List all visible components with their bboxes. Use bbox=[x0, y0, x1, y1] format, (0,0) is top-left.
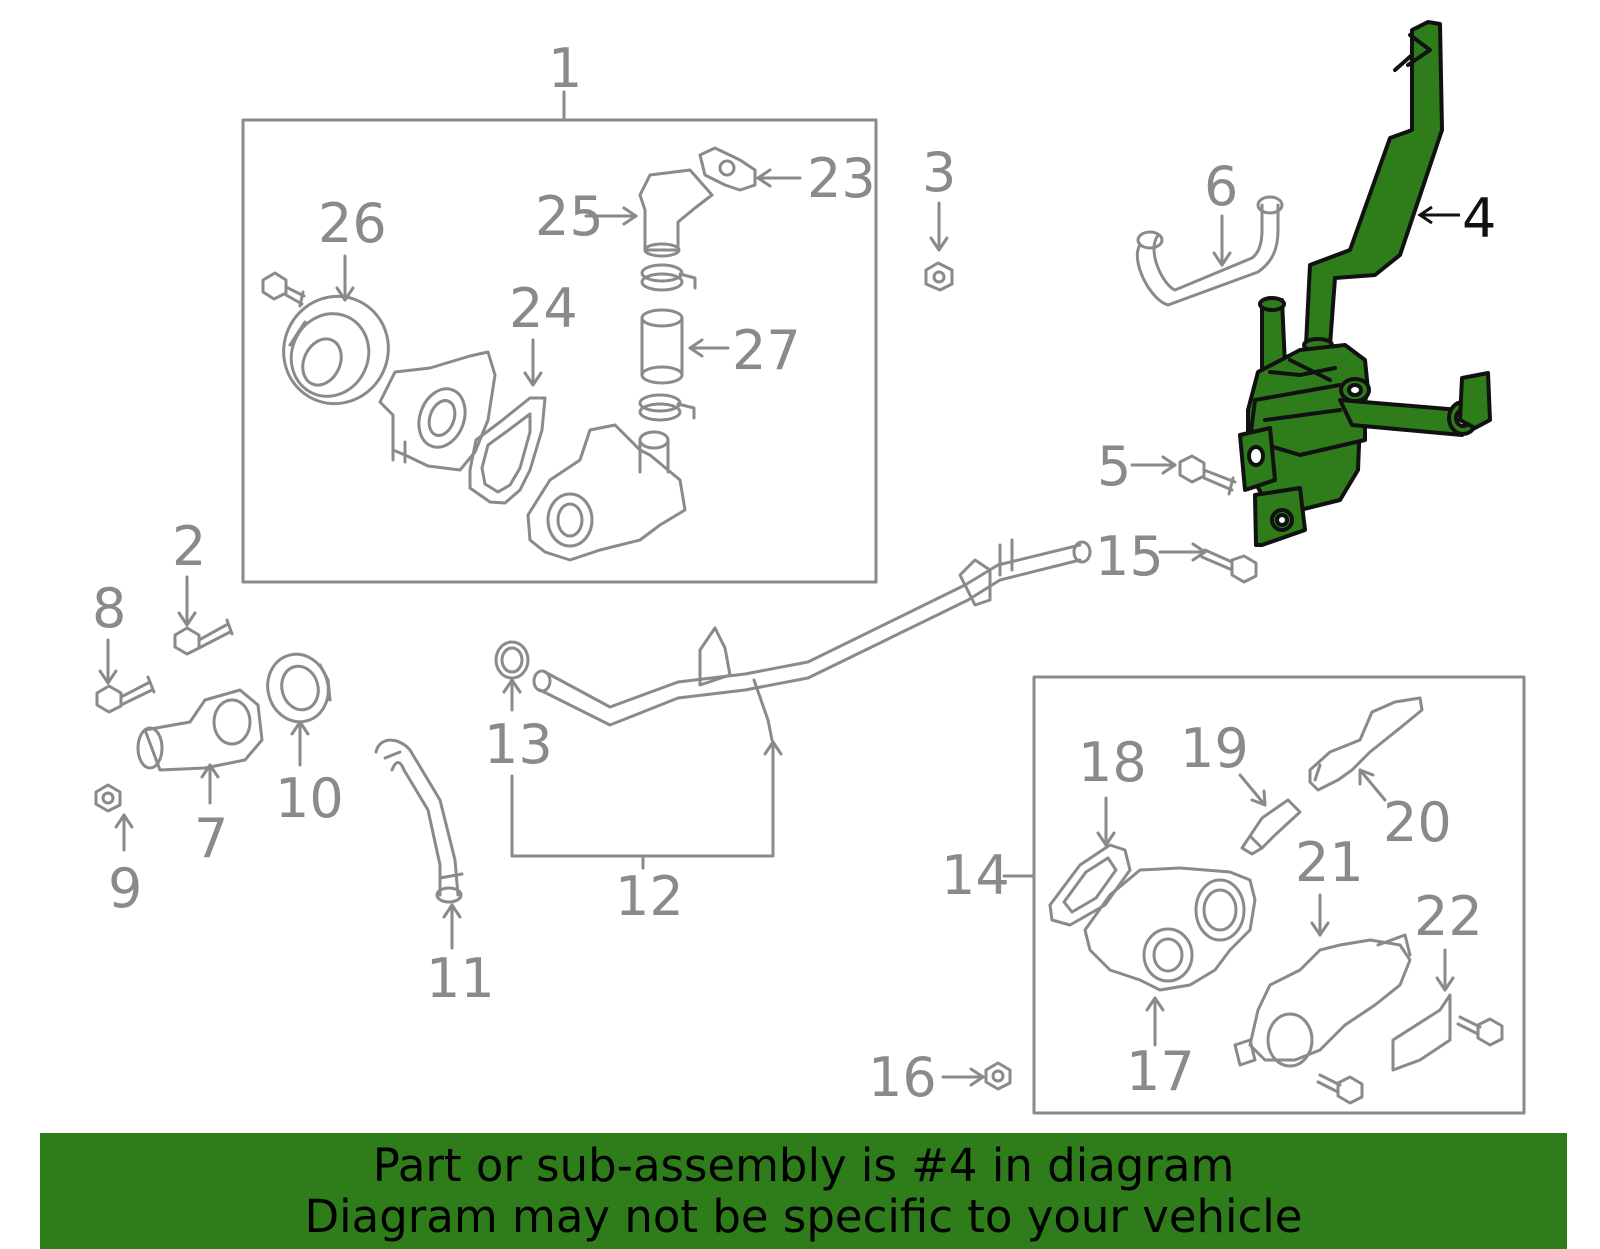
callout-13: 13 bbox=[484, 713, 553, 776]
part-pipe-assembly bbox=[532, 538, 1092, 742]
callout-25: 25 bbox=[535, 185, 604, 248]
part-15-bolt bbox=[1200, 548, 1258, 584]
part-11-hose bbox=[374, 738, 464, 904]
callout-10: 10 bbox=[275, 767, 344, 830]
part-3-nut bbox=[924, 261, 954, 292]
callout-11: 11 bbox=[426, 947, 495, 1010]
part-10-seal bbox=[266, 652, 332, 724]
part-9-nut bbox=[94, 783, 122, 813]
callout-12: 12 bbox=[615, 865, 684, 928]
footer-banner: Part or sub-assembly is #4 in diagram Di… bbox=[40, 1133, 1567, 1249]
part-water-pump bbox=[378, 350, 497, 472]
part-22-bracket bbox=[1391, 993, 1452, 1072]
part-18-gasket bbox=[1048, 843, 1132, 927]
leader-arrow-4 bbox=[1417, 205, 1460, 225]
group-box-1 bbox=[241, 118, 878, 584]
footer-line-2: Diagram may not be specific to your vehi… bbox=[304, 1190, 1303, 1243]
callout-17: 17 bbox=[1126, 1040, 1195, 1103]
callout-18: 18 bbox=[1078, 731, 1147, 794]
part-8-bolt bbox=[95, 675, 156, 714]
bolt-box14-right bbox=[1456, 1015, 1504, 1047]
callout-24: 24 bbox=[509, 277, 578, 340]
part-17-housing bbox=[1083, 866, 1257, 992]
callout-27: 27 bbox=[732, 319, 801, 382]
callout-14: 14 bbox=[941, 844, 1010, 907]
bolt-26 bbox=[261, 271, 306, 308]
callout-21: 21 bbox=[1295, 831, 1364, 894]
part-4-water-pump-highlighted bbox=[1238, 20, 1492, 547]
footer-line-1: Part or sub-assembly is #4 in diagram bbox=[372, 1139, 1235, 1192]
group-box-14 bbox=[1032, 675, 1526, 1115]
bolt-box14-bottom bbox=[1316, 1073, 1364, 1105]
part-20-connector bbox=[1308, 696, 1424, 792]
callout-7: 7 bbox=[194, 807, 229, 870]
part-24-gasket bbox=[468, 396, 547, 505]
callout-2: 2 bbox=[172, 515, 207, 578]
part-clamp-lower bbox=[638, 393, 696, 422]
part-7-housing bbox=[136, 688, 264, 772]
part-25-outlet bbox=[638, 168, 714, 258]
callout-9: 9 bbox=[108, 857, 143, 920]
callout-22: 22 bbox=[1414, 885, 1483, 948]
callout-3: 3 bbox=[922, 141, 957, 204]
part-19-sensor bbox=[1240, 798, 1302, 856]
part-27-hose bbox=[640, 308, 684, 385]
part-5-bolt bbox=[1178, 454, 1237, 496]
callout-5: 5 bbox=[1097, 435, 1132, 498]
callout-16: 16 bbox=[868, 1046, 937, 1109]
part-23-gasket bbox=[698, 146, 757, 192]
part-21-housing bbox=[1233, 933, 1412, 1068]
part-16-nut bbox=[984, 1061, 1012, 1091]
part-13-clamp bbox=[494, 640, 530, 680]
callout-4: 4 bbox=[1462, 187, 1497, 250]
callout-1: 1 bbox=[548, 37, 583, 100]
callout-15: 15 bbox=[1095, 525, 1164, 588]
part-26-pulley bbox=[282, 294, 390, 406]
leader-arrows bbox=[98, 168, 1455, 1087]
callout-23: 23 bbox=[807, 147, 876, 210]
callout-19: 19 bbox=[1180, 717, 1249, 780]
callout-26: 26 bbox=[318, 192, 387, 255]
callout-8: 8 bbox=[92, 577, 127, 640]
callout-20: 20 bbox=[1383, 791, 1452, 854]
part-clamp-upper bbox=[640, 263, 697, 292]
part-housing-box1 bbox=[526, 423, 687, 562]
part-6-hose bbox=[1135, 195, 1284, 307]
callout-6: 6 bbox=[1204, 155, 1239, 218]
part-2-bolt bbox=[173, 618, 234, 656]
